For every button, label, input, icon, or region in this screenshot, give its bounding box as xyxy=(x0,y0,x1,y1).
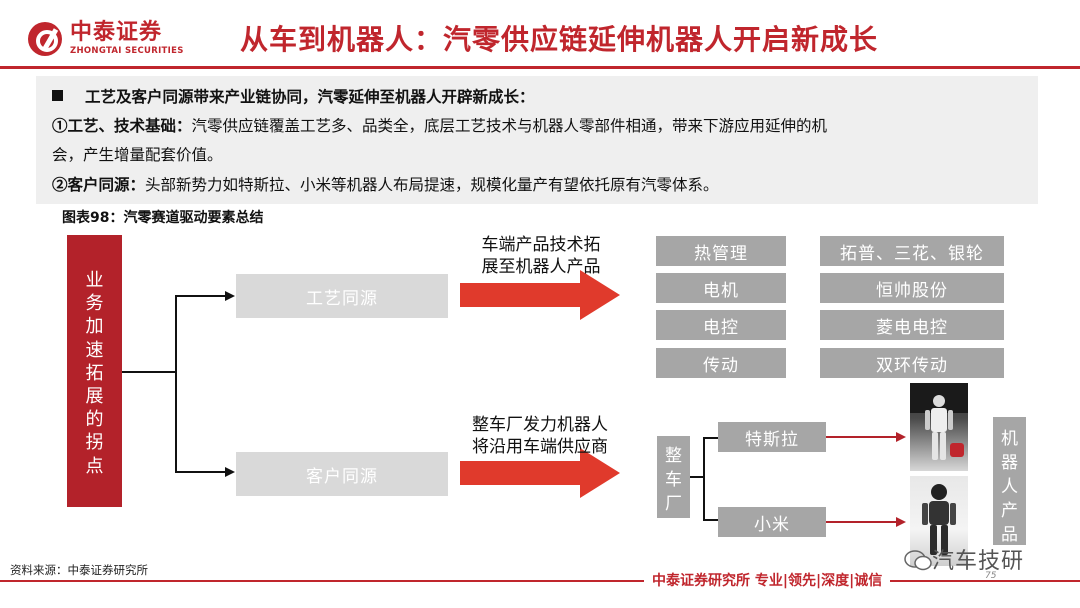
figure-title: 图表98：汽零赛道驱动要素总结 xyxy=(62,210,264,226)
product-control: 电控 xyxy=(656,310,786,340)
footer-slogan: 中泰证券研究所 专业|领先|深度|诚信 xyxy=(644,571,891,591)
connector-line xyxy=(690,476,704,478)
point-2-label: ②客户同源： xyxy=(52,175,146,194)
connector-line xyxy=(703,437,719,439)
tesla-robot-image xyxy=(910,383,968,471)
humanoid-robot-icon xyxy=(922,484,956,555)
connector-line xyxy=(122,371,176,373)
xiaomi-robot-image xyxy=(910,476,968,566)
turning-point-text: 业 务 加 速 拓 展 的 拐 点 xyxy=(85,270,104,477)
arrow-2-label: 整车厂发力机器人 将沿用车端供应商 xyxy=(472,415,608,457)
humanoid-robot-icon xyxy=(910,383,968,460)
company-motor: 恒帅股份 xyxy=(820,273,1004,303)
watermark-text: 汽车技研 xyxy=(932,549,1025,574)
arrow-line xyxy=(826,436,900,438)
footer-divider xyxy=(0,580,1080,582)
arrow-1-label: 车端产品技术拓 展至机器人产品 xyxy=(481,235,601,277)
turning-point-bar: 业 务 加 速 拓 展 的 拐 点 xyxy=(67,235,122,507)
connector-line xyxy=(175,295,177,473)
header-divider xyxy=(0,66,1080,69)
intro-point-1: ①工艺、技术基础：汽零供应链覆盖工艺多、品类全，底层工艺技术与机器人零部件相通，… xyxy=(52,115,827,137)
robot-product-box: 机 器 人 产 品 xyxy=(993,417,1026,545)
product-thermal: 热管理 xyxy=(656,236,786,266)
square-bullet-icon xyxy=(52,90,63,101)
page-title: 从车到机器人：汽零供应链延伸机器人开启新成长 xyxy=(240,23,879,56)
oem-tesla: 特斯拉 xyxy=(718,422,826,452)
company-thermal: 拓普、三花、银轮 xyxy=(820,236,1004,266)
process-homology-box: 工艺同源 xyxy=(236,274,448,318)
connector-line xyxy=(175,471,227,473)
watermark: 汽车技研 xyxy=(904,543,1024,575)
wechat-icon xyxy=(904,550,932,571)
logo-icon xyxy=(28,22,62,56)
product-transmission: 传动 xyxy=(656,348,786,378)
arrowhead-icon xyxy=(225,291,235,301)
customer-homology-box: 客户同源 xyxy=(236,452,448,496)
arrow-line xyxy=(826,521,900,523)
red-arrow-icon xyxy=(460,448,620,498)
page-number: 75 xyxy=(985,571,997,581)
intro-box xyxy=(36,76,1038,204)
oem-xiaomi: 小米 xyxy=(718,507,826,537)
product-motor: 电机 xyxy=(656,273,786,303)
arrowhead-icon xyxy=(896,517,906,527)
source-note: 资料来源：中泰证券研究所 xyxy=(10,563,148,577)
logo-english: ZHONGTAI SECURITIES xyxy=(70,46,184,56)
point-1-label: ①工艺、技术基础： xyxy=(52,116,192,135)
point-1-text: 汽零供应链覆盖工艺多、品类全，底层工艺技术与机器人零部件相通，带来下游应用延伸的… xyxy=(191,117,828,135)
connector-line xyxy=(175,295,227,297)
intro-point-2: ②客户同源：头部新势力如特斯拉、小米等机器人布局提速，规模化量产有望依托原有汽零… xyxy=(52,174,719,196)
red-arrow-icon xyxy=(460,270,620,320)
logo-name: 中泰证券 xyxy=(70,20,163,45)
intro-heading: 工艺及客户同源带来产业链协同，汽零延伸至机器人开辟新成长： xyxy=(52,86,535,108)
arrowhead-icon xyxy=(225,467,235,477)
intro-point-1-continued: 会，产生增量配套价值。 xyxy=(52,146,223,164)
company-transmission: 双环传动 xyxy=(820,348,1004,378)
point-2-text: 头部新势力如特斯拉、小米等机器人布局提速，规模化量产有望依托原有汽零体系。 xyxy=(145,176,719,194)
company-control: 菱电电控 xyxy=(820,310,1004,340)
connector-line xyxy=(703,437,705,521)
arrowhead-icon xyxy=(896,432,906,442)
connector-line xyxy=(703,519,719,521)
oem-box: 整 车 厂 xyxy=(657,436,690,518)
